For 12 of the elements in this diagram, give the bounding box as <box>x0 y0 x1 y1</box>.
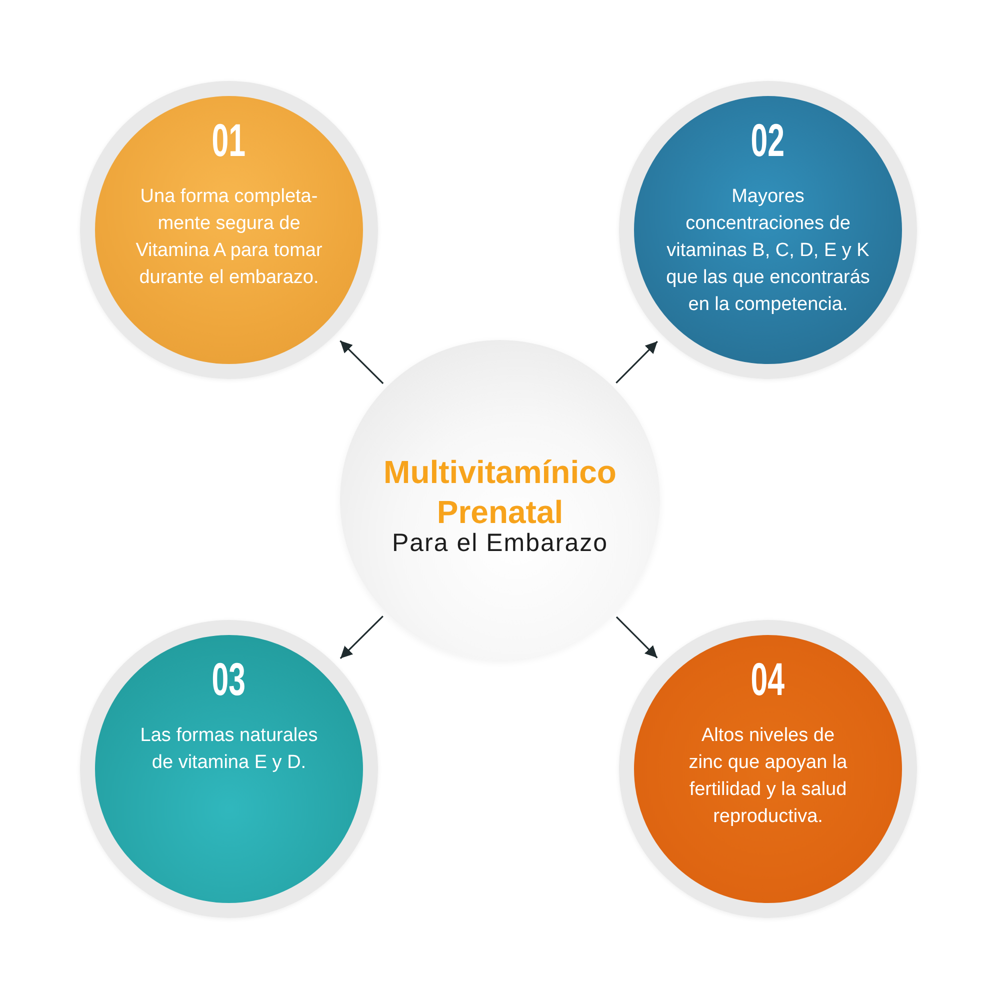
step-number: 02 <box>751 117 785 163</box>
arrow <box>616 616 658 658</box>
step-description: Una forma completa-mente segura de Vitamina A para tomar durante el embarazo. <box>134 185 324 290</box>
step-number: 04 <box>751 656 785 702</box>
step-description: Altos niveles de zinc que apoyan la fertilidad y la salud reproductiva. <box>688 724 848 829</box>
arrow <box>340 340 384 384</box>
step-description: Las formas naturales de vitamina E y D. <box>139 724 319 775</box>
arrow <box>616 340 658 384</box>
step-number: 01 <box>212 117 246 163</box>
arrow <box>340 616 384 659</box>
step-description: Mayores concentraciones de vitaminas B, C, D, E y K que las que encontrarás en la competencia. <box>665 185 871 317</box>
step-number: 03 <box>212 656 246 702</box>
